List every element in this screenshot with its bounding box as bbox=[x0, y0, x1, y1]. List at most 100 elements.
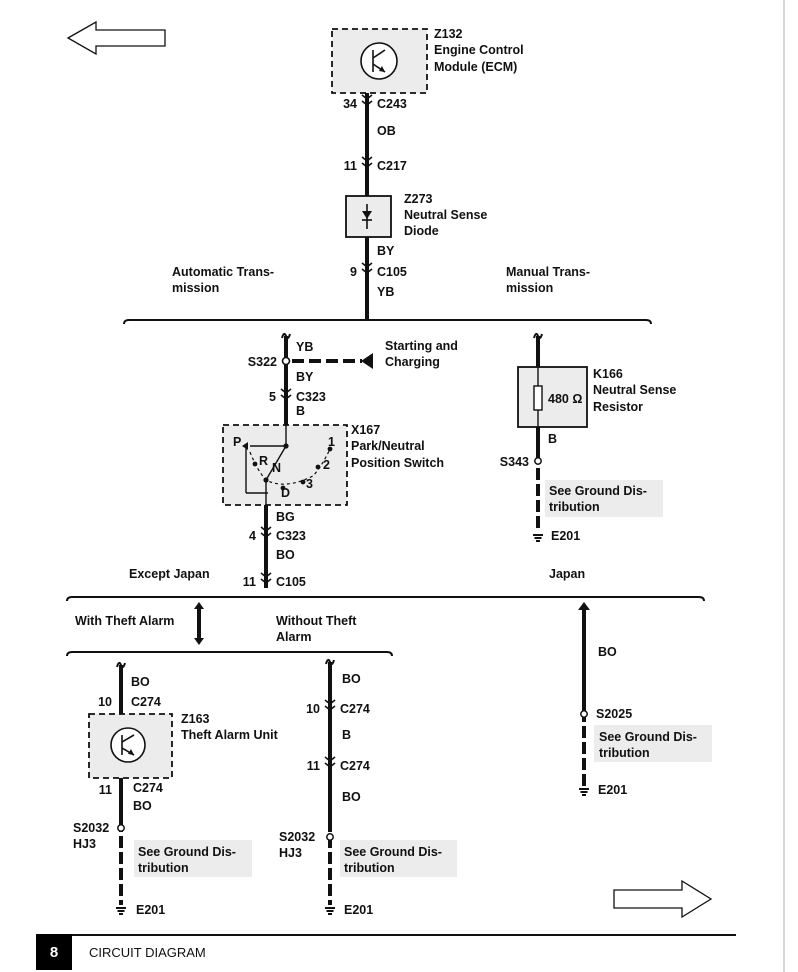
japan-label: Japan bbox=[549, 567, 585, 581]
wire-ob-label: OB bbox=[377, 124, 396, 138]
forward-arrow-icon[interactable] bbox=[613, 879, 713, 919]
resistor-box bbox=[517, 366, 588, 428]
c274-mid-bottom-connector: C274 bbox=[340, 759, 370, 773]
ground-ref-2-line1[interactable]: See Ground Dis- bbox=[138, 845, 236, 859]
wire-b2-label: B bbox=[548, 432, 557, 446]
splice-s2025-icon bbox=[580, 710, 588, 718]
s2032-mid-1: S2032 bbox=[279, 830, 315, 844]
theft-unit-name: Theft Alarm Unit bbox=[181, 728, 279, 742]
c274-left-top-pin: 10 bbox=[98, 695, 112, 709]
starting-charging-2: Charging bbox=[385, 355, 440, 369]
c274-left-bottom-pin: 11 bbox=[99, 783, 112, 797]
theft-alarm-divider-icon bbox=[194, 602, 204, 645]
ground-ref-box-4[interactable] bbox=[594, 725, 712, 762]
switch-name-1: Park/Neutral bbox=[351, 439, 425, 453]
switch-d: D bbox=[281, 486, 290, 500]
c323-top-connector: C323 bbox=[296, 390, 326, 404]
without-theft-1: Without Theft bbox=[276, 614, 357, 628]
c217-pin: 11 bbox=[344, 159, 357, 173]
footer-rule bbox=[72, 934, 736, 936]
ecm-pin: 34 bbox=[343, 97, 357, 111]
ground-ref-3-line2[interactable]: tribution bbox=[344, 861, 395, 875]
splice-s343-icon bbox=[534, 457, 542, 465]
switch-t1: 1 bbox=[328, 435, 335, 449]
branch-bracket-theft bbox=[66, 651, 393, 657]
resistor-icon bbox=[533, 367, 543, 427]
s2032-left-2: HJ3 bbox=[73, 837, 96, 851]
wire-bo-right-label: BO bbox=[598, 645, 617, 659]
resistor-name-1: Neutral Sense bbox=[593, 383, 676, 397]
ground-ref-4-line2[interactable]: tribution bbox=[599, 746, 650, 760]
with-theft-label: With Theft Alarm bbox=[75, 614, 174, 628]
c274-left-bottom-connector: C274 bbox=[133, 781, 163, 795]
s322-label: S322 bbox=[248, 355, 277, 369]
c274-left-top-connector: C274 bbox=[131, 695, 161, 709]
resistor-id: K166 bbox=[593, 367, 623, 381]
wire-bo1-label: BO bbox=[276, 548, 295, 562]
diode-name-1: Neutral Sense bbox=[404, 208, 487, 222]
without-theft-2: Alarm bbox=[276, 630, 311, 644]
s2032-mid-2: HJ3 bbox=[279, 846, 302, 860]
wire-bg-label: BG bbox=[276, 510, 295, 524]
diode-icon bbox=[362, 204, 372, 229]
branch-bracket-region bbox=[66, 596, 705, 602]
wire-b1-label: B bbox=[296, 404, 305, 418]
e201-3-label: E201 bbox=[344, 903, 373, 917]
e201-4-label: E201 bbox=[598, 783, 627, 797]
starting-charging-1: Starting and bbox=[385, 339, 458, 353]
back-arrow-icon[interactable] bbox=[66, 20, 166, 56]
e201-2-label: E201 bbox=[136, 903, 165, 917]
resistor-value: 480 Ω bbox=[548, 392, 582, 406]
switch-box bbox=[222, 424, 348, 506]
ground-ref-3-line1[interactable]: See Ground Dis- bbox=[344, 845, 442, 859]
ground-ref-4-line1[interactable]: See Ground Dis- bbox=[599, 730, 697, 744]
resistor-name-2: Resistor bbox=[593, 400, 643, 414]
ground-ref-box-2[interactable] bbox=[134, 840, 252, 877]
e201-1-label: E201 bbox=[551, 529, 580, 543]
c105-top-connector: C105 bbox=[377, 265, 407, 279]
manual-trans-1: Manual Trans- bbox=[506, 265, 590, 279]
theft-unit-id: Z163 bbox=[181, 712, 210, 726]
c274-mid-top-connector: C274 bbox=[340, 702, 370, 716]
wire-bo-mid-label: BO bbox=[342, 672, 361, 686]
switch-id: X167 bbox=[351, 423, 380, 437]
ground-ref-1-line1[interactable]: See Ground Dis- bbox=[549, 484, 647, 498]
wire-bo-left2-label: BO bbox=[133, 799, 152, 813]
c217-connector: C217 bbox=[377, 159, 407, 173]
c323-bottom-connector: C323 bbox=[276, 529, 306, 543]
switch-t3: 3 bbox=[306, 477, 313, 491]
transistor-icon bbox=[360, 42, 398, 80]
ecm-name-2: Module (ECM) bbox=[434, 60, 517, 74]
page-number: 8 bbox=[36, 934, 72, 970]
s2025-label: S2025 bbox=[596, 707, 632, 721]
c323-bottom-pin: 4 bbox=[249, 529, 256, 543]
theft-transistor-icon bbox=[110, 727, 146, 763]
ground-ref-box-3[interactable] bbox=[340, 840, 457, 877]
wire-bo-mid2-label: BO bbox=[342, 790, 361, 804]
switch-p: P bbox=[233, 435, 241, 449]
wire-by-label: BY bbox=[377, 244, 395, 258]
japan-arrow-icon bbox=[578, 602, 590, 610]
c274-mid-top-pin: 10 bbox=[306, 702, 320, 716]
ground-ref-2-line2[interactable]: tribution bbox=[138, 861, 189, 875]
circuit-diagram: Z132 Engine Control Module (ECM) 34 C243… bbox=[66, 20, 713, 919]
wire-b-mid-label: B bbox=[342, 728, 351, 742]
page-edge bbox=[783, 0, 785, 972]
ground-ref-box-1[interactable] bbox=[545, 480, 663, 517]
s2032-left-1: S2032 bbox=[73, 821, 109, 835]
switch-name-2: Position Switch bbox=[351, 456, 444, 470]
footer-title: CIRCUIT DIAGRAM bbox=[89, 945, 206, 960]
ecm-connector: C243 bbox=[377, 97, 407, 111]
wire-yb2-label: YB bbox=[296, 340, 313, 354]
ground-e201-3-icon bbox=[324, 907, 336, 915]
ground-ref-1-line2[interactable]: tribution bbox=[549, 500, 600, 514]
c323-top-pin: 5 bbox=[269, 390, 276, 404]
switch-t2: 2 bbox=[323, 458, 330, 472]
c105-bottom-pin: 11 bbox=[243, 575, 256, 589]
c105-top-pin: 9 bbox=[350, 265, 357, 279]
branch-bracket-transmission bbox=[123, 319, 652, 325]
switch-n: N bbox=[272, 461, 281, 475]
auto-trans-1: Automatic Trans- bbox=[172, 265, 274, 279]
wire-yb-label: YB bbox=[377, 285, 394, 299]
ecm-id: Z132 bbox=[434, 27, 463, 41]
